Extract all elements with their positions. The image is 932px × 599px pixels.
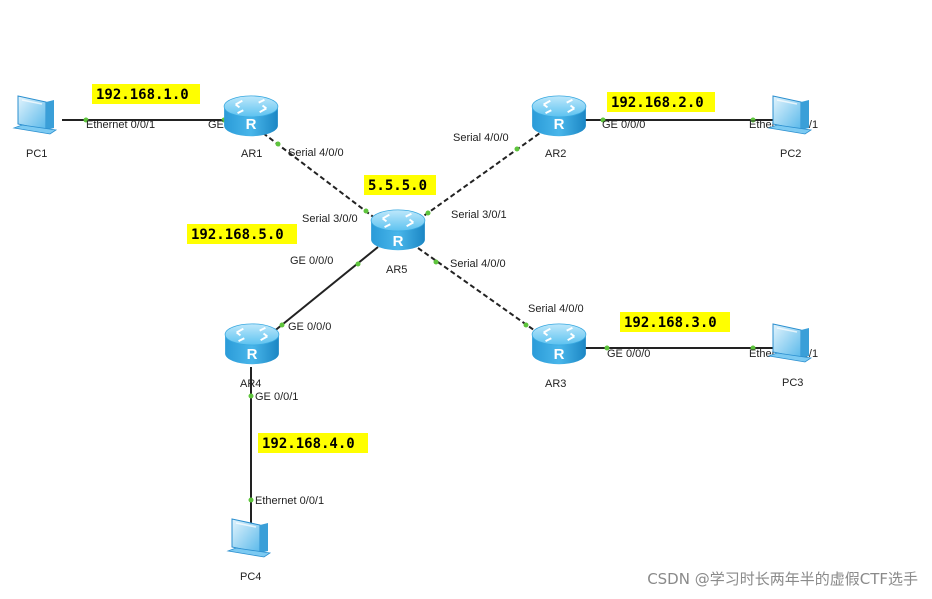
network-label-5-5-5-0: 5.5.5.0	[364, 175, 436, 195]
router-glyph: R	[554, 346, 565, 363]
port-label-ar4-ge-0-0-1: GE 0/0/1	[255, 391, 298, 403]
svg-text:192.168.5.0: 192.168.5.0	[191, 227, 284, 243]
pc-icon	[13, 95, 57, 135]
network-label-192-168-4-0: 192.168.4.0	[258, 433, 368, 453]
device-label-pc4: PC4	[240, 571, 261, 583]
port-label-ar4-ge-0-0-0: GE 0/0/0	[288, 321, 331, 333]
router-glyph: R	[554, 116, 565, 133]
network-label-192-168-3-0: 192.168.3.0	[620, 312, 730, 332]
pc-pc2[interactable]: PC2	[768, 95, 812, 160]
port-label-ar5-ge: GE 0/0/0	[290, 255, 333, 267]
port-label-ar3-serial: Serial 4/0/0	[528, 303, 584, 315]
link-ar5-ar2-serial	[417, 132, 541, 221]
router-ar5[interactable]: R AR5	[370, 208, 426, 276]
port-label-pc4-ethernet: Ethernet 0/0/1	[255, 495, 324, 507]
link-ar1-ar5-serial	[262, 132, 381, 223]
device-label-ar3: AR3	[545, 378, 566, 390]
network-label-192-168-2-0: 192.168.2.0	[607, 92, 715, 112]
port-label-ar1-serial: Serial 4/0/0	[288, 147, 344, 159]
port-label-ar5-serial-3-0-1: Serial 3/0/1	[451, 209, 507, 221]
router-glyph: R	[246, 116, 257, 133]
watermark: CSDN @学习时长两年半的虚假CTF选手	[647, 570, 918, 588]
pc-icon	[768, 323, 812, 363]
device-label-ar2: AR2	[545, 148, 566, 160]
pc-icon	[768, 95, 812, 135]
port-label-ar3-ge: GE 0/0/0	[607, 348, 650, 360]
network-label-192-168-1-0: 192.168.1.0	[92, 84, 200, 104]
port-label-ar5-serial-4-0-0: Serial 4/0/0	[450, 258, 506, 270]
svg-text:192.168.3.0: 192.168.3.0	[624, 315, 717, 331]
router-ar3[interactable]: R AR3	[531, 322, 587, 390]
link-ar5-ar3-serial	[417, 247, 542, 336]
svg-text:5.5.5.0: 5.5.5.0	[368, 178, 427, 194]
device-label-pc1: PC1	[26, 148, 47, 160]
port-dots	[83, 117, 756, 503]
router-glyph: R	[247, 346, 258, 363]
port-label-pc1-ethernet: Ethernet 0/0/1	[86, 119, 155, 131]
router-ar1[interactable]: R AR1	[223, 94, 279, 160]
pc-pc3[interactable]: PC3	[768, 323, 812, 389]
port-label-ar2-serial: Serial 4/0/0	[453, 132, 509, 144]
router-ar4[interactable]: R AR4	[224, 322, 280, 390]
router-ar2[interactable]: R AR2	[531, 94, 587, 160]
pc-pc4[interactable]: PC4	[227, 518, 271, 583]
device-label-pc3: PC3	[782, 377, 803, 389]
port-label-ar5-serial-3-0-0: Serial 3/0/0	[302, 213, 358, 225]
svg-text:192.168.2.0: 192.168.2.0	[611, 95, 704, 111]
device-label-ar5: AR5	[386, 264, 407, 276]
network-label-192-168-5-0: 192.168.5.0	[187, 224, 297, 244]
router-glyph: R	[393, 233, 404, 250]
svg-text:192.168.1.0: 192.168.1.0	[96, 87, 189, 103]
device-label-pc2: PC2	[780, 148, 801, 160]
pc-icon	[227, 518, 271, 558]
port-label-ar2-ge: GE 0/0/0	[602, 119, 645, 131]
device-label-ar4: AR4	[240, 378, 261, 390]
pc-pc1[interactable]: PC1	[13, 95, 57, 160]
device-label-ar1: AR1	[241, 148, 262, 160]
svg-text:192.168.4.0: 192.168.4.0	[262, 436, 355, 452]
